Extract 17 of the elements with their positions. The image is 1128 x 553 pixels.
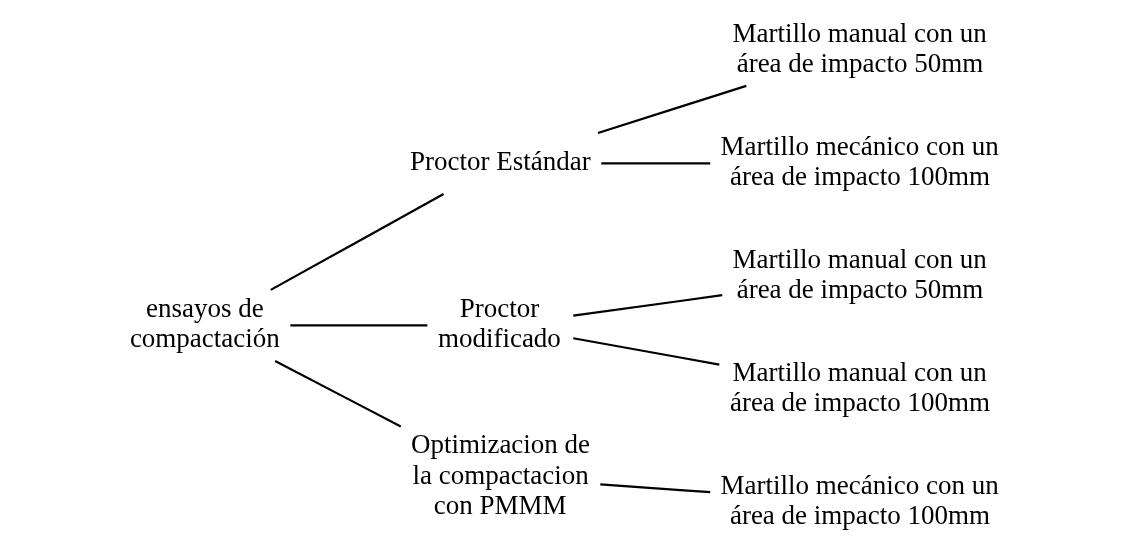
connector bbox=[599, 483, 710, 494]
node-text: Proctor modificado bbox=[437, 292, 561, 354]
connector bbox=[572, 294, 722, 317]
node-text: Martillo mecánico con un área de impacto 100mm bbox=[720, 469, 999, 531]
node-text: Martillo manual con un área de impacto 50mm bbox=[731, 17, 987, 78]
connector bbox=[289, 324, 427, 327]
connector bbox=[597, 84, 747, 134]
node-text: Martillo manual con un área de impacto 100mm bbox=[729, 356, 990, 418]
node-text: ensayos de compactación bbox=[129, 292, 280, 354]
connector bbox=[274, 360, 401, 428]
connector bbox=[600, 162, 710, 165]
node-text: Martillo mecánico con un área de impacto 100mm bbox=[720, 130, 999, 192]
connector bbox=[269, 193, 444, 291]
connector bbox=[572, 337, 720, 366]
node-text: Martillo manual con un área de impacto 50mm bbox=[731, 243, 987, 305]
node-text: Proctor Estándar bbox=[409, 145, 591, 176]
node-text: Optimizacion de la compactacion con PMMM bbox=[410, 429, 590, 521]
